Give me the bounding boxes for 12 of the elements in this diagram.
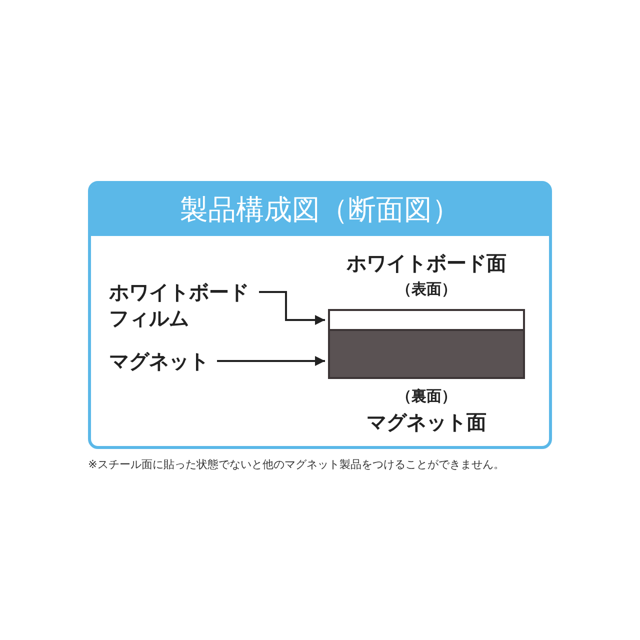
surface-note: （表面） <box>396 280 458 299</box>
footnote: ※スチール面に貼った状態でないと他のマグネット製品をつけることができません。 <box>88 457 504 472</box>
surface-label: ホワイトボード面 <box>346 250 508 277</box>
surface-label: マグネット面 <box>366 409 488 436</box>
part-label: マグネット <box>109 348 213 374</box>
title: 製品構成図（断面図） <box>179 192 461 228</box>
surface-note: （裏面） <box>396 387 458 406</box>
film-layer <box>328 309 525 331</box>
leader-arrow <box>259 291 325 325</box>
part-label: ホワイトボードフィルム <box>109 279 259 331</box>
leader-arrow <box>217 356 325 366</box>
magnet-layer <box>328 329 525 379</box>
